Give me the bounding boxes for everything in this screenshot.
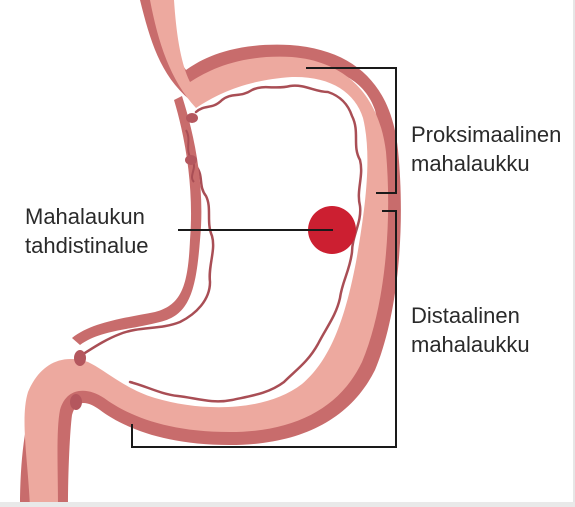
- pylorus-mark-lower: [70, 394, 82, 410]
- sphincter-dot-lower: [185, 155, 197, 165]
- distal-label-line1: Distaalinen: [411, 301, 530, 330]
- pacemaker-label-line1: Mahalaukun: [25, 202, 149, 231]
- pacemaker-region-label: Mahalaukun tahdistinalue: [25, 202, 149, 260]
- distal-label-line2: mahalaukku: [411, 330, 530, 359]
- proximal-label-line1: Proksimaalinen: [411, 120, 561, 149]
- pacemaker-label-line2: tahdistinalue: [25, 231, 149, 260]
- proximal-stomach-label: Proksimaalinen mahalaukku: [411, 120, 561, 178]
- pylorus-mark-upper: [74, 350, 86, 366]
- proximal-label-line2: mahalaukku: [411, 149, 561, 178]
- sphincter-dot-upper: [186, 113, 198, 123]
- frame-border-bottom: [0, 502, 575, 507]
- distal-stomach-label: Distaalinen mahalaukku: [411, 301, 530, 359]
